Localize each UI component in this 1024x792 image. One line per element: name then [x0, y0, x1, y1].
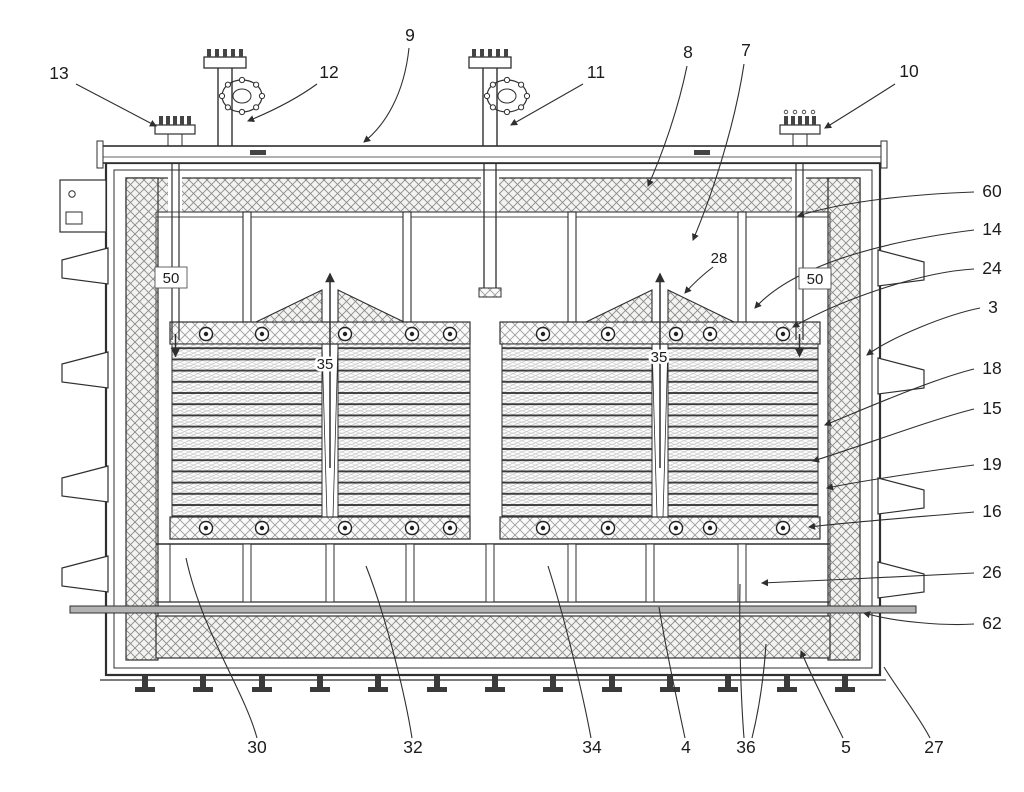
leader-36a: [739, 583, 745, 739]
leader-32: [365, 565, 413, 739]
leader-13: [75, 83, 157, 127]
ref-label-15: 15: [982, 398, 1001, 418]
ref-label-26: 26: [982, 562, 1001, 582]
ref-label-16: 16: [982, 501, 1001, 521]
ref-label-9: 9: [405, 25, 415, 45]
leader-11: [510, 83, 584, 126]
ref-label-8: 8: [683, 42, 693, 62]
leader-34: [547, 565, 592, 739]
leader-60: [796, 191, 975, 218]
ref-label-62: 62: [982, 613, 1001, 633]
ref-label-13: 13: [49, 63, 68, 83]
ref-label-27: 27: [924, 737, 943, 757]
junction-box: [59, 179, 107, 233]
leader-14: [754, 229, 975, 309]
leader-5: [800, 650, 844, 739]
leader-62: [862, 611, 975, 626]
nozzle-13: [154, 116, 196, 146]
plate-stack-right: [499, 289, 821, 540]
ref-label-24: 24: [982, 258, 1002, 278]
flow-arrows: [170, 272, 805, 468]
support-feet: [100, 675, 886, 692]
ref-label-18: 18: [982, 358, 1001, 378]
leader-lines: [75, 47, 981, 739]
side-lugs: [61, 247, 925, 599]
leader-19: [825, 464, 975, 491]
leader-28: [684, 266, 714, 294]
nozzle-11: [468, 49, 531, 298]
label-boxes: [154, 266, 832, 290]
through-rod: [69, 605, 917, 614]
probe-rod-right: [795, 163, 804, 340]
ref-label-34: 34: [582, 737, 602, 757]
plate-stack-left: [169, 289, 471, 540]
ref-label-5: 5: [841, 737, 851, 757]
leader-7: [692, 63, 745, 241]
ref-label-32: 32: [403, 737, 422, 757]
leader-24: [792, 268, 975, 328]
leader-12: [247, 83, 318, 123]
rail-bolts: [198, 326, 791, 536]
leader-8: [647, 65, 688, 187]
ref-label-50-right: 50: [807, 271, 824, 288]
leader-26: [760, 572, 975, 587]
bottom-tray: [156, 543, 831, 603]
probe-rod-left: [171, 163, 180, 340]
leader-30: [185, 557, 258, 739]
reference-labels: 13 12 9 11 8 7 10 60 14 24 3 18 15 19 16…: [49, 25, 1002, 757]
ref-label-28: 28: [711, 250, 728, 267]
ref-label-30: 30: [247, 737, 267, 757]
ref-label-11: 11: [587, 62, 605, 82]
refractory-lining: [125, 177, 861, 661]
leader-15: [811, 408, 975, 463]
ref-label-7: 7: [741, 40, 751, 60]
ref-label-60: 60: [982, 181, 1002, 201]
ref-label-35-right: 35: [651, 349, 668, 366]
leader-9: [363, 47, 410, 143]
leader-36b: [751, 643, 767, 739]
nozzle-10: [779, 109, 821, 146]
leader-4: [658, 606, 686, 739]
ref-label-14: 14: [982, 219, 1002, 239]
top-lid: [96, 140, 888, 169]
ref-label-12: 12: [319, 62, 338, 82]
leader-27: [883, 666, 931, 739]
ref-label-4: 4: [681, 737, 691, 757]
leader-3: [866, 307, 981, 356]
leader-10: [824, 83, 896, 129]
ref-label-19: 19: [982, 454, 1001, 474]
ref-label-50-left: 50: [163, 270, 180, 287]
ref-label-10: 10: [899, 61, 919, 81]
ref-label-36: 36: [736, 737, 755, 757]
nozzle-12: [203, 49, 266, 146]
leader-16: [807, 511, 975, 530]
leader-18: [824, 368, 975, 427]
ref-label-3: 3: [988, 297, 998, 317]
ref-label-35-left: 35: [317, 356, 334, 373]
